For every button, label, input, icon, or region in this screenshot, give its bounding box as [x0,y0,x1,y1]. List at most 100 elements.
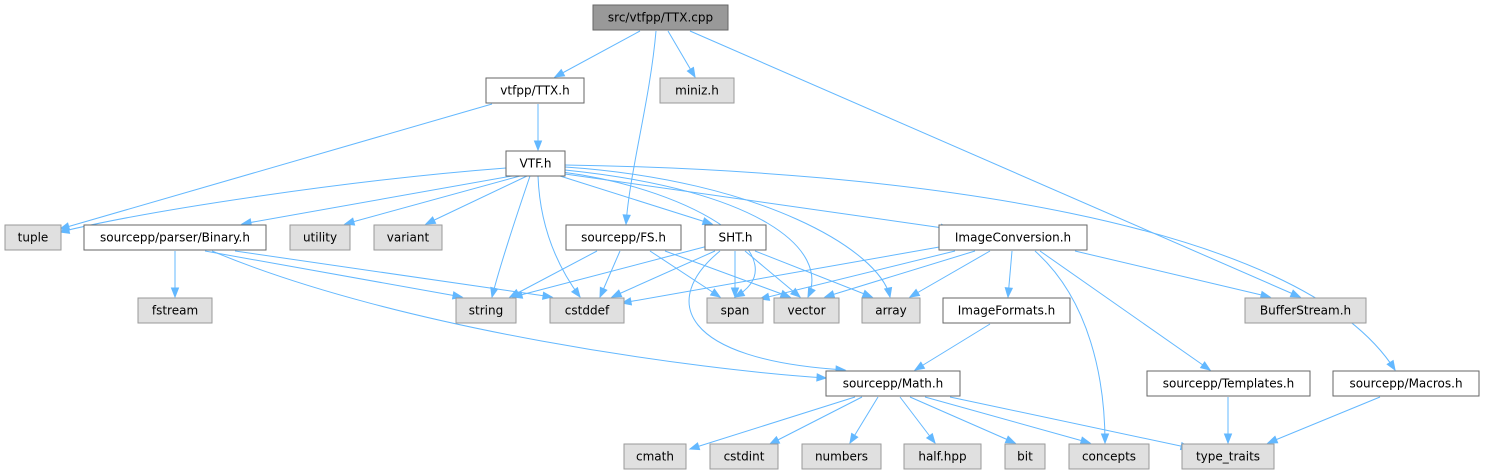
edge-vtf-h-to-sht-h [559,175,714,226]
node-label: ImageFormats.h [958,304,1056,318]
node-label: cstdint [724,450,765,464]
node-type-traits: type_traits [1181,443,1275,470]
node-imageconversion-h[interactable]: ImageConversion.h [938,224,1088,251]
edge-ttx-h-to-vtf-h [533,104,543,152]
edge-binary-h-to-math-h [211,250,828,382]
node-binary-h[interactable]: sourcepp/parser/Binary.h [83,224,267,251]
edge-vtf-h-to-cstddef [537,175,581,299]
node-label: sourcepp/Math.h [843,377,944,391]
node-tuple: tuple [4,224,62,251]
edge-sht-h-to-array [754,250,874,298]
node-cmath: cmath [623,443,687,470]
node-label: half.hpp [918,450,966,464]
node-label: type_traits [1196,450,1260,464]
edge-math-h-to-type-traits [949,396,1192,451]
node-cstddef: cstddef [549,297,625,324]
node-label: sourcepp/Macros.h [1349,377,1462,391]
edge-math-h-to-cstdint [768,396,863,445]
edge-ttx-h-to-tuple [58,103,493,231]
node-label: VTF.h [520,157,552,171]
edge-sht-h-to-string [511,245,709,299]
edge-vtf-h-to-vector [564,169,816,299]
node-bit: bit [1004,443,1046,470]
node-label: BufferStream.h [1260,304,1351,318]
edge-vtf-h-to-imageconversion-h [564,173,952,232]
edge-fs-h-to-vector [664,250,792,298]
edge-math-h-to-bit [909,396,1017,444]
node-string: string [455,297,517,324]
edge-imageconversion-h-to-concepts [1034,250,1110,445]
graph-nodes: src/vtfpp/TTX.cpp vtfpp/TTX.h miniz.hVTF.h… [4,4,1480,470]
edge-math-h-to-concepts [924,396,1092,445]
edge-binary-h-to-fstream [170,251,180,299]
edge-imageconversion-h-to-bufferstream-h [1074,250,1272,299]
edge-imageconversion-h-to-templates-h [1039,250,1212,371]
node-label: concepts [1082,450,1136,464]
edge-vtf-h-to-tuple [58,167,507,234]
node-label: vector [787,304,825,318]
node-math-h[interactable]: sourcepp/Math.h [825,370,961,397]
edge-macros-h-to-type-traits [1266,396,1381,444]
edge-sht-h-to-span [730,251,740,299]
node-numbers: numbers [801,443,882,470]
node-label: vtfpp/TTX.h [500,84,569,98]
node-label: numbers [815,450,868,464]
edge-ttx-cpp-to-bufferstream-h [689,30,1302,298]
node-array: array [861,297,921,324]
node-label: fstream [152,304,198,318]
edge-ttx-cpp-to-ttx-h [553,30,641,78]
node-cstdint: cstdint [709,443,779,470]
edge-vtf-h-to-array [564,166,893,299]
node-label: tuple [18,231,49,245]
node-label: span [721,304,750,318]
edge-templates-h-to-type-traits [1223,397,1233,445]
edge-math-h-to-half-hpp [899,396,936,445]
node-ttx-h[interactable]: vtfpp/TTX.h [485,77,585,104]
node-label: sourcepp/FS.h [581,231,666,245]
edge-fs-h-to-string [508,250,598,298]
node-imageformats-h[interactable]: ImageFormats.h [942,297,1071,324]
node-variant: variant [373,224,443,251]
node-label: cmath [636,450,674,464]
node-label: sourcepp/Templates.h [1163,377,1295,391]
edge-binary-h-to-string [204,250,464,300]
node-concepts: concepts [1068,443,1150,470]
node-label: string [469,304,503,318]
edge-vtf-h-to-macros-h [564,164,1396,372]
edge-imageconversion-h-to-vector [823,250,976,299]
graph-edges [58,30,1396,451]
edge-sht-h-to-cstddef [610,250,716,298]
node-label: variant [387,231,430,245]
node-label: sourcepp/parser/Binary.h [100,231,250,245]
node-fstream: fstream [137,297,213,324]
node-vtf-h[interactable]: VTF.h [505,150,566,177]
node-miniz-h: miniz.h [659,77,735,104]
node-macros-h[interactable]: sourcepp/Macros.h [1332,370,1480,397]
edge-imageconversion-h-to-array [908,250,991,298]
node-vector: vector [773,297,840,324]
node-half-hpp: half.hpp [903,443,982,470]
node-label: ImageConversion.h [955,231,1071,245]
node-sht-h[interactable]: SHT.h [704,224,767,251]
edge-math-h-to-cmath [688,396,856,451]
node-ttx-cpp[interactable]: src/vtfpp/TTX.cpp [592,4,729,31]
node-label: miniz.h [675,84,719,98]
node-bufferstream-h: BufferStream.h [1244,297,1367,324]
node-fs-h[interactable]: sourcepp/FS.h [565,224,682,251]
node-label: src/vtfpp/TTX.cpp [608,11,713,25]
edge-ttx-cpp-to-fs-h [622,30,657,226]
node-span: span [706,297,764,324]
node-label: cstddef [565,304,610,318]
edge-imageconversion-h-to-imageformats-h [1004,250,1014,299]
node-label: array [875,304,906,318]
edge-imageformats-h-to-math-h [913,323,991,371]
edge-vtf-h-to-variant [424,175,528,225]
edge-imageconversion-h-to-span [758,250,956,301]
node-utility: utility [289,224,351,251]
node-templates-h[interactable]: sourcepp/Templates.h [1146,370,1311,397]
edge-fs-h-to-span [649,250,722,298]
edge-ttx-cpp-to-miniz-h [667,30,696,79]
edge-binary-h-to-cstddef [234,250,554,300]
edge-fs-h-to-cstddef [599,250,621,299]
